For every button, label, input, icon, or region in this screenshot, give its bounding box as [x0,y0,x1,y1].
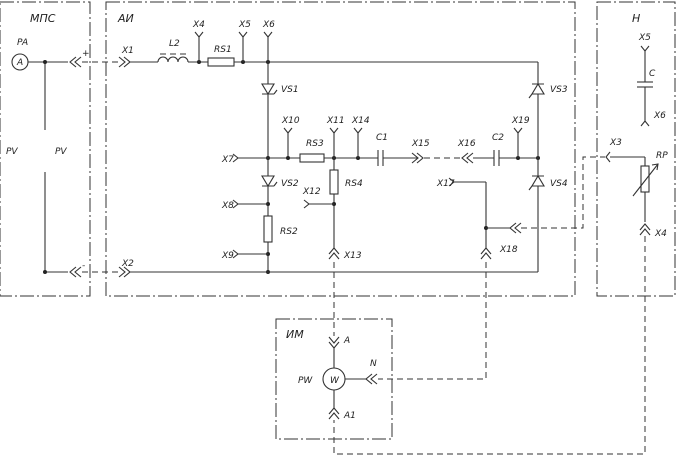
label-x16: X16 [457,139,476,149]
resistor-rp [640,165,650,193]
label-n-x4: X4 [654,229,667,239]
label-rs1: RS1 [214,45,232,55]
label-x6: X6 [262,20,275,30]
label-x12: X12 [302,187,321,197]
label-vs4: VS4 [550,179,568,189]
block-frame-n [596,1,676,297]
label-n-x5: X5 [638,33,651,43]
potentiometer-arrow [632,163,659,197]
block-label-n: Н [632,12,640,25]
pin-icon [303,199,310,209]
label-x8: X8 [221,201,234,211]
label-rs2: RS2 [280,227,298,237]
label-c1: C1 [376,133,388,143]
plug-icon [328,336,340,349]
polarity-minus: - [82,261,85,271]
inductor-l2 [157,56,189,63]
polarity-plus: + [82,49,90,59]
pin-icon [232,249,239,259]
socket-icon [480,247,492,260]
pin-icon [513,127,523,134]
label-x4: X4 [192,20,205,30]
label-pw-symbol: W [330,376,340,386]
label-x1: X1 [121,46,134,56]
socket-icon [328,407,340,420]
block-label-ai: АИ [117,12,134,25]
label-pa-symbol: A [16,58,23,68]
label-x17: X17 [436,179,455,189]
label-c: C [649,69,656,79]
thyristor-vs3 [528,82,545,99]
label-l2: L2 [169,39,180,49]
label-x5: X5 [238,20,251,30]
thyristor-vs2 [261,175,278,188]
label-pv: PV [55,147,67,157]
label-pw: PW [298,376,313,386]
socket-icon [509,222,522,234]
pin-icon [605,151,611,163]
label-rs3: RS3 [306,139,324,149]
block-label-mps: МПС [30,12,56,25]
resistor-rs2 [263,215,273,243]
thyristor-vs1 [261,83,278,96]
block-frame-ai [105,1,576,297]
thyristor-vs4 [528,174,545,191]
label-n-x6: X6 [653,111,666,121]
socket-icon [69,266,82,278]
label-im-n: N [370,359,377,369]
label-im-a1: A1 [343,411,356,421]
junction [286,156,290,160]
block-label-im: ИМ [286,328,304,341]
label-x15: X15 [411,139,430,149]
label-x10: X10 [281,116,300,126]
pin-icon [283,127,293,134]
pin-icon [329,127,339,134]
label-pv-left: PV [6,147,18,157]
label-x11: X11 [326,116,345,126]
pin-icon [194,31,204,38]
resistor-rs4 [329,169,339,195]
junction [43,60,47,64]
label-x19: X19 [511,116,530,126]
label-x7: X7 [221,155,234,165]
socket-icon [328,247,340,260]
label-x18: X18 [499,245,518,255]
plug-icon [411,152,424,164]
label-rs4: RS4 [345,179,363,189]
pin-icon [448,177,455,187]
label-x2: X2 [121,259,134,269]
cable-x18-n [378,262,487,380]
cable-x17-x3 [521,156,605,229]
label-x3: X3 [609,138,622,148]
label-x13: X13 [343,251,362,261]
label-pa: PA [17,38,28,48]
arrow-head-icon [651,163,659,171]
socket-icon [365,373,378,385]
plug-icon [118,56,131,68]
pin-icon [640,120,650,127]
resistor-rs3 [299,153,325,163]
pin-icon [232,153,239,163]
socket-icon [461,152,474,164]
label-vs2: VS2 [281,179,299,189]
pin-icon [238,31,248,38]
label-vs3: VS3 [550,85,568,95]
junction [43,270,47,274]
socket-icon [69,56,82,68]
label-vs1: VS1 [281,85,299,95]
label-x14: X14 [351,116,370,126]
cable-n-x4-a1 [333,236,646,455]
block-frame-mps [0,1,91,297]
pin-icon [232,199,239,209]
label-c2: C2 [492,133,504,143]
resistor-rs1 [207,57,235,67]
pin-icon [263,31,273,38]
label-rp: RP [656,151,668,161]
pin-icon [353,127,363,134]
label-x9: X9 [221,251,234,261]
label-im-a: A [343,336,350,346]
socket-icon [639,223,651,236]
